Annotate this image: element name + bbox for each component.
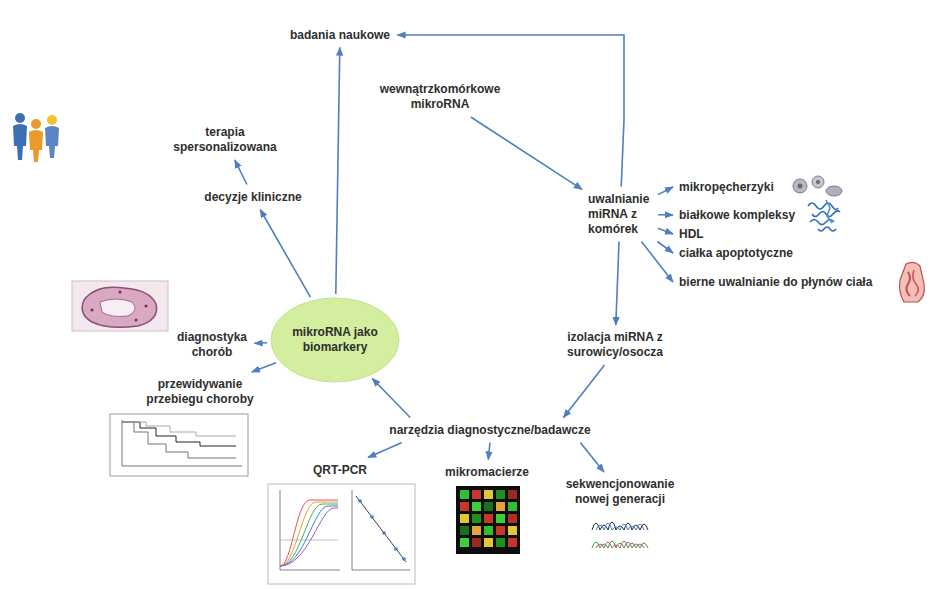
release-item: HDL (676, 225, 709, 244)
release-item: ciałka apoptotyczne (676, 244, 799, 263)
topic-label: badania naukowe (286, 26, 395, 45)
node-text: decyzje kliniczne (204, 190, 301, 204)
flow-arrow (657, 242, 673, 254)
node-text: izolacja miRNA z surowicy/osocza (567, 330, 663, 359)
flow-arrow (658, 214, 673, 216)
node-text: wewnątrzkomórkowe mikroRNA (380, 82, 501, 111)
flow-arrow (616, 242, 619, 326)
topic-label: uwalnianie miRNA z komórek (585, 190, 655, 239)
flow-arrow (564, 365, 605, 418)
method-label: sekwencjonowanie nowej generacji (562, 475, 679, 509)
node-text: sekwencjonowanie nowej generacji (566, 477, 675, 506)
flow-arrow (372, 379, 410, 418)
flow-arrow (658, 228, 673, 234)
topic-label: przewidywanie przebiegu choroby (142, 375, 258, 409)
protein-icon (808, 200, 840, 231)
chromatogram (592, 522, 648, 548)
node-text: mikropęcherzyki (679, 180, 774, 194)
flow-arrow (336, 48, 340, 295)
flow-arrow (580, 443, 604, 473)
body-icon (900, 262, 925, 302)
node-text: badania naukowe (290, 28, 390, 42)
node-text: narzędzia diagnostyczne/badawcze (389, 423, 590, 437)
people-icon (13, 113, 59, 162)
node-text: przewidywanie przebiegu choroby (146, 377, 253, 406)
node-text: QRT-PCR (313, 463, 367, 477)
flow-arrow (252, 363, 276, 372)
topic-label: terapia spersonalizowana (169, 123, 281, 157)
qpcr-chart (268, 484, 415, 584)
flow-arrow (471, 117, 582, 189)
ellipse-fill (271, 298, 399, 382)
flow-arrow (368, 443, 402, 458)
flow-arrow (235, 160, 247, 185)
node-text: diagnostyka chorób (177, 330, 247, 359)
release-item: bierne uwalnianie do płynów ciała (676, 273, 878, 292)
topic-label: decyzje kliniczne (200, 188, 306, 207)
node-text: terapia spersonalizowana (173, 125, 276, 154)
flow-arrow (658, 187, 673, 195)
node-text: mikroRNA jako biomarkery (292, 325, 378, 354)
release-item: mikropęcherzyki (676, 178, 779, 197)
node-text: mikromacierze (445, 465, 529, 479)
histology-image (72, 281, 168, 331)
node-text: bierne uwalnianie do płynów ciała (679, 275, 872, 289)
topic-label: diagnostyka chorób (173, 328, 252, 362)
flow-arrow (641, 242, 673, 283)
microarray-image (456, 486, 520, 554)
topic-label: wewnątrzkomórkowe mikroRNA (376, 80, 505, 114)
method-label: mikromacierze (441, 463, 534, 482)
node-text: uwalnianie miRNA z komórek (588, 192, 649, 236)
vesicle-icon (793, 176, 842, 196)
flow-arrow (260, 210, 310, 298)
node-text: białkowe kompleksy (679, 208, 795, 222)
central-ellipse: mikroRNA jako biomarkery (270, 297, 400, 383)
flow-arrow (255, 342, 268, 344)
flow-arrow (488, 443, 490, 460)
node-text: HDL (679, 227, 704, 241)
method-label: QRT-PCR (309, 461, 371, 480)
topic-label: narzędzia diagnostyczne/badawcze (385, 421, 595, 440)
topic-label: izolacja miRNA z surowicy/osocza (563, 328, 668, 362)
release-item: białkowe kompleksy (676, 206, 801, 225)
node-text: ciałka apoptotyczne (679, 246, 793, 260)
survival-chart (110, 414, 248, 476)
